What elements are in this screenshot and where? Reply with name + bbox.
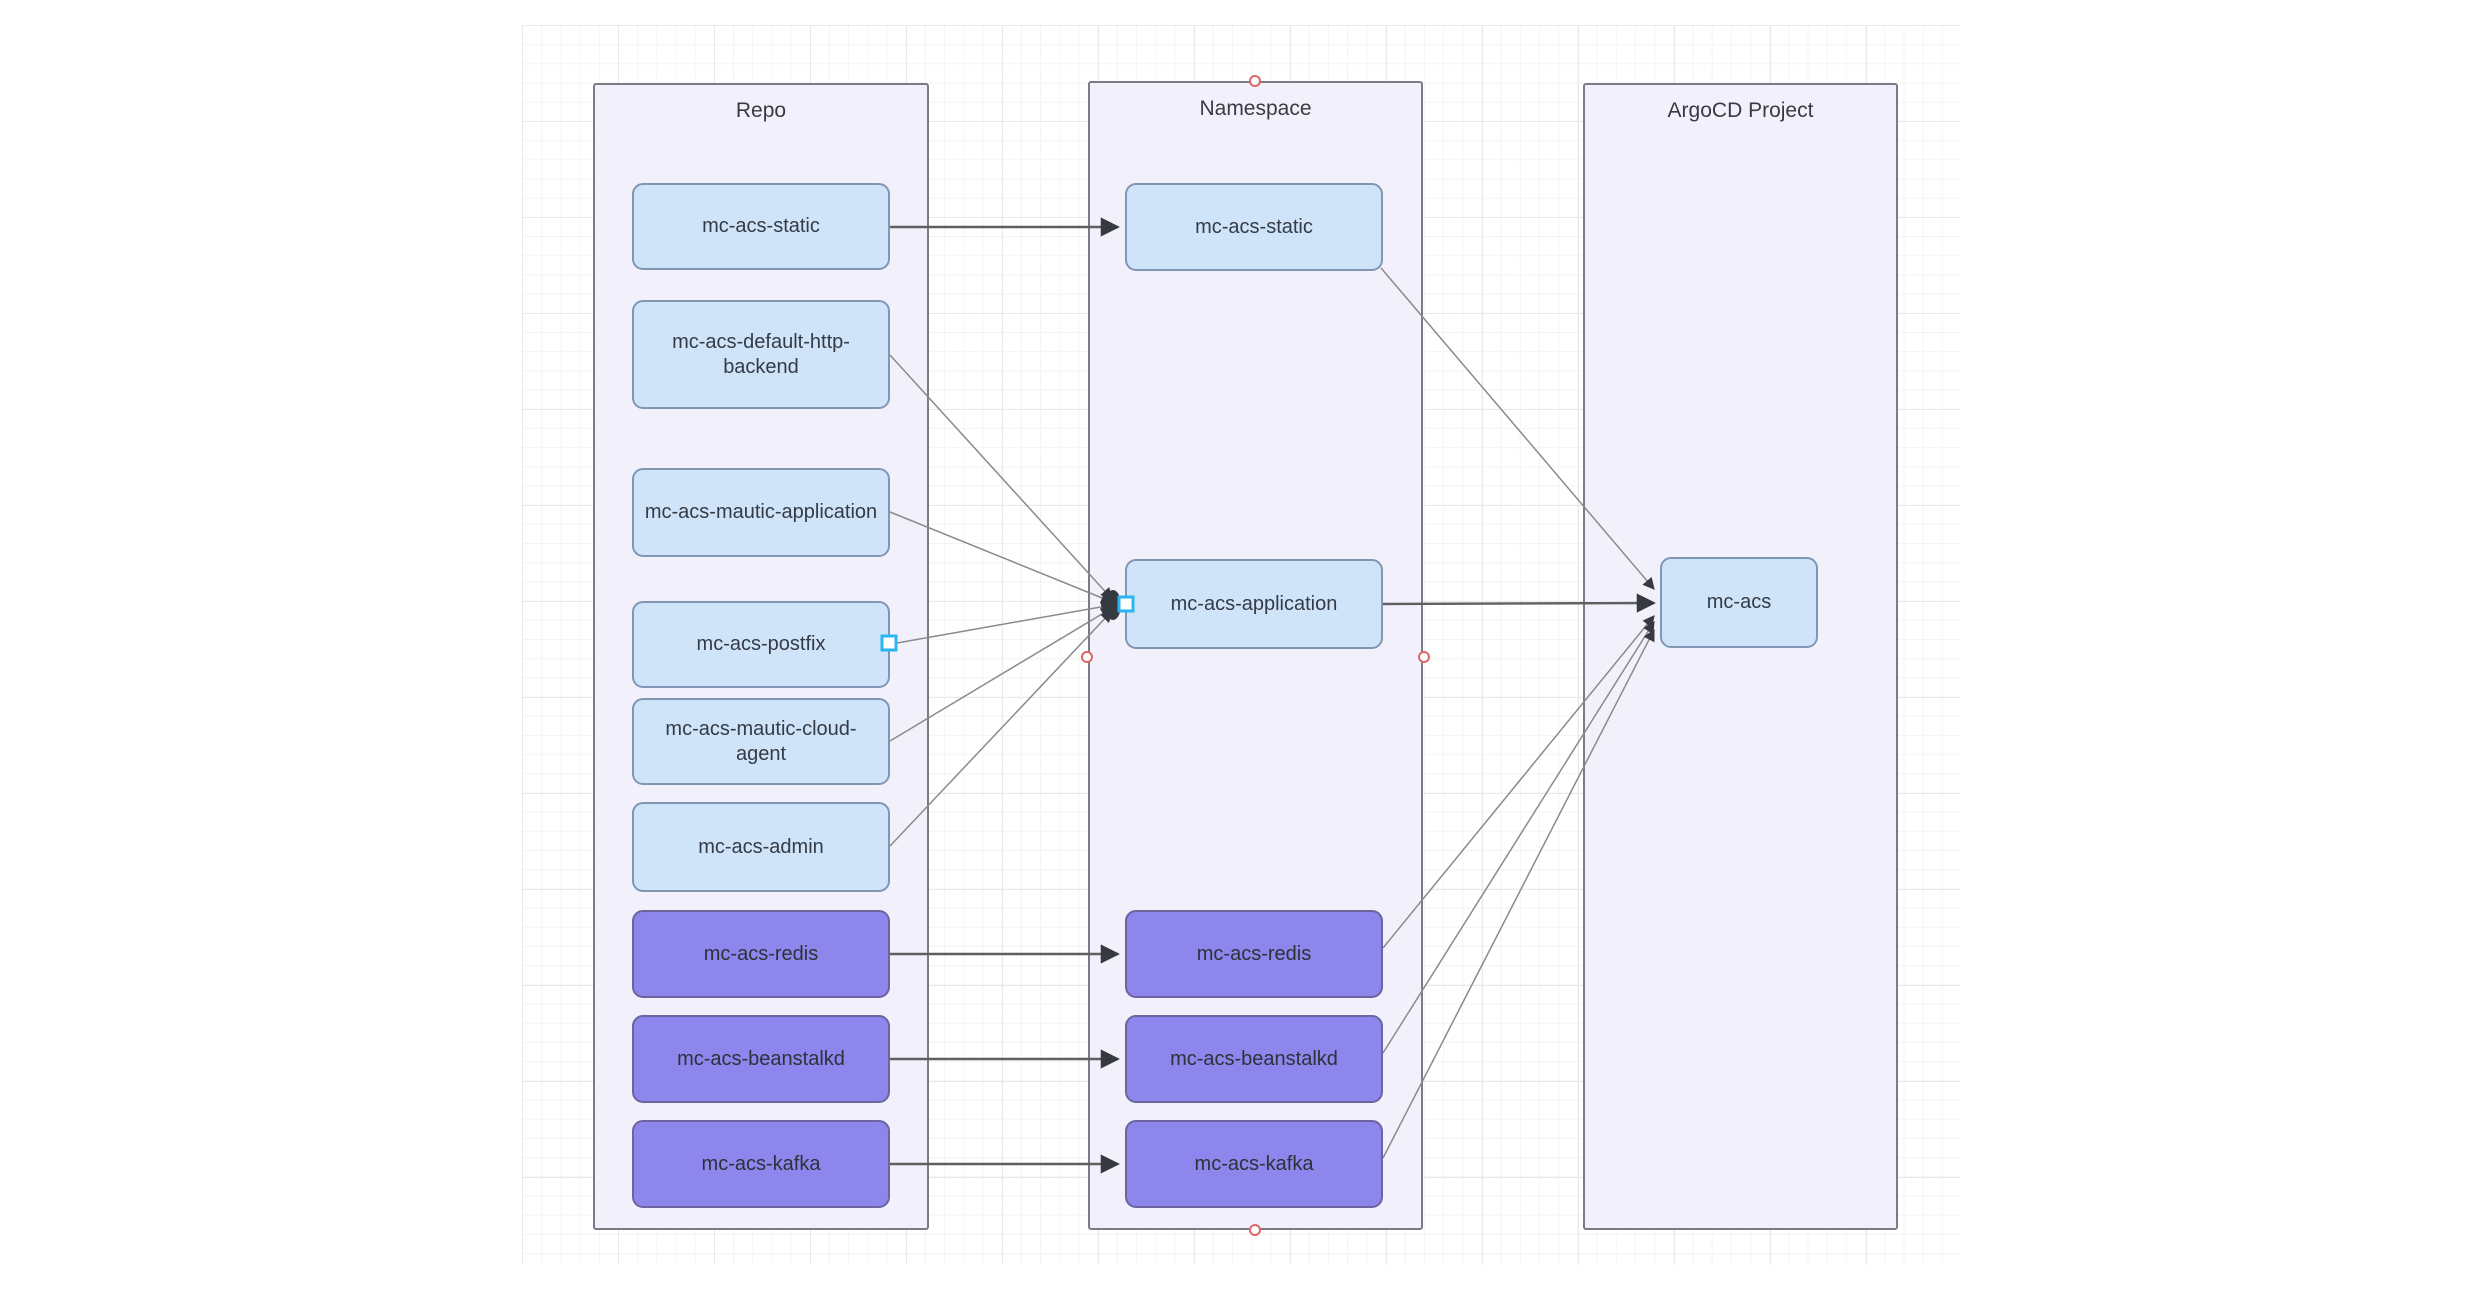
node-label: mc-acs-kafka [701,1152,821,1175]
node-repo-mc-acs-static[interactable]: mc-acs-static [632,183,890,270]
node-repo-mc-acs-beanstalkd[interactable]: mc-acs-beanstalkd [632,1015,890,1103]
node-repo-mc-acs-admin[interactable]: mc-acs-admin [632,802,890,892]
node-label: mc-acs-static [702,215,820,237]
node-repo-mc-acs-mautic-application[interactable]: mc-acs-mautic-application [632,468,890,557]
node-ns-mc-acs-static[interactable]: mc-acs-static [1125,183,1383,271]
node-label: mc-acs [1706,591,1772,613]
node-repo-mc-acs-mautic-cloud-agent[interactable]: mc-acs-mautic-cloud-agent [632,698,890,785]
connection-anchor-top-icon[interactable] [1249,75,1261,87]
node-argo-mc-acs[interactable]: mc-acs [1660,557,1818,648]
node-label: mc-acs-beanstalkd [1170,1047,1338,1070]
node-repo-mc-acs-redis[interactable]: mc-acs-redis [632,910,890,998]
node-label: mc-acs-redis [1196,942,1312,965]
node-label: mc-acs-mautic-application [644,501,878,523]
node-label: mc-acs-admin [698,835,824,858]
edge-repo-mautic-application-to-ns-application[interactable] [889,511,1114,604]
node-label: mc-acs-mautic-cloud-agent [665,717,857,765]
edge-repo-admin-to-ns-application[interactable] [889,610,1113,847]
edge-ns-kafka-to-argo-mc-acs[interactable] [1382,628,1655,1159]
node-label: mc-acs-beanstalkd [677,1047,845,1070]
edge-ns-redis-to-argo-mc-acs[interactable] [1382,615,1655,949]
edge-ns-static-to-argo-mc-acs[interactable] [1380,267,1655,590]
container-repo-title: Repo [735,99,787,122]
node-label: mc-acs-default-http-backend [672,330,850,378]
connection-anchor-bottom-icon[interactable] [1249,1224,1261,1236]
node-label: mc-acs-kafka [1194,1152,1314,1175]
connection-anchor-left-icon[interactable] [1081,651,1093,663]
node-ns-mc-acs-kafka[interactable]: mc-acs-kafka [1125,1120,1383,1208]
connection-anchor-right-icon[interactable] [1418,651,1430,663]
node-repo-mc-acs-kafka[interactable]: mc-acs-kafka [632,1120,890,1208]
node-ns-mc-acs-beanstalkd[interactable]: mc-acs-beanstalkd [1125,1015,1383,1103]
container-namespace-title: Namespace [1199,97,1312,120]
node-label: mc-acs-application [1170,592,1338,615]
edge-target-endpoint-handle[interactable] [1117,595,1135,613]
node-ns-mc-acs-application[interactable]: mc-acs-application [1125,559,1383,649]
node-label: mc-acs-redis [703,942,819,965]
arrowhead-cluster [1105,590,1121,620]
edge-repo-mautic-cloud-agent-to-ns-application[interactable] [889,607,1114,742]
container-argocd-project-title: ArgoCD Project [1667,99,1814,122]
edge-ns-beanstalkd-to-argo-mc-acs[interactable] [1382,620,1655,1054]
edge-source-endpoint-handle[interactable] [880,634,898,652]
node-repo-mc-acs-postfix[interactable]: mc-acs-postfix [632,601,890,688]
node-repo-mc-acs-default-http-backend[interactable]: mc-acs-default-http-backend [632,300,890,409]
edge-repo-default-http-backend-to-ns-application[interactable] [889,354,1113,600]
container-argocd-project[interactable]: ArgoCD Project [1583,83,1898,1230]
node-ns-mc-acs-redis[interactable]: mc-acs-redis [1125,910,1383,998]
node-label: mc-acs-postfix [696,633,826,655]
edge-repo-postfix-to-ns-application-selected[interactable] [896,600,1114,644]
edge-ns-application-to-argo-mc-acs[interactable] [1382,593,1656,613]
node-label: mc-acs-static [1195,215,1313,238]
